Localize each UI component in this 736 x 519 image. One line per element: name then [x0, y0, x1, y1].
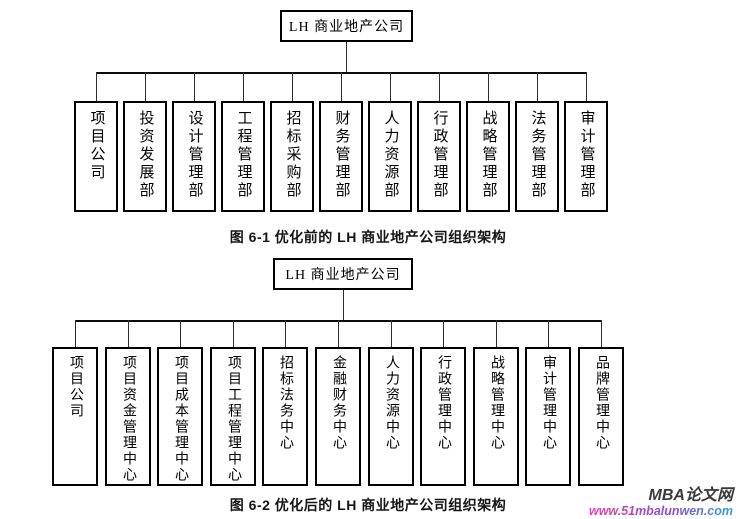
org-node: 项目成本管理中心: [157, 347, 203, 486]
connector-line: [338, 320, 339, 347]
org-node-label: 投资发展部: [137, 110, 154, 200]
org-node: 战略管理中心: [473, 347, 519, 486]
connector-stem: [346, 42, 347, 72]
connector-line: [439, 72, 440, 101]
connector-line: [548, 320, 549, 347]
figure-caption-1: 图 6-1 优化前的 LH 商业地产公司组织架构: [229, 229, 507, 245]
org-node: 人力资源部: [368, 101, 412, 212]
org-node-label: 项目工程管理中心: [226, 355, 241, 483]
org-node-label: 行政管理部: [431, 110, 448, 200]
org-node: 招标法务中心: [262, 347, 308, 486]
connector-line: [128, 320, 129, 347]
org-node-label: 人力资源中心: [384, 355, 399, 451]
watermark-site-url: www.51mbalunwen.com: [588, 503, 733, 518]
org-node-label: 战略管理部: [480, 110, 497, 200]
org-node: 项目公司: [74, 101, 118, 212]
org-node: 人力资源中心: [368, 347, 414, 486]
org-node: 项目资金管理中心: [105, 347, 151, 486]
connector-line: [537, 72, 538, 101]
connector-line: [292, 72, 293, 101]
org-node: 品牌管理中心: [578, 347, 624, 486]
connector-line: [391, 320, 392, 347]
watermark-site-name: MBA论文网: [648, 487, 733, 505]
org-node: 审计管理部: [564, 101, 608, 212]
org-node-label: 项目公司: [68, 355, 83, 419]
connector-line: [390, 72, 391, 101]
org-node: 招标采购部: [270, 101, 314, 212]
org-node: 设计管理部: [172, 101, 216, 212]
org-node-label: 招标采购部: [284, 110, 301, 200]
org-node-label: 项目成本管理中心: [173, 355, 188, 483]
org-node: 审计管理中心: [525, 347, 571, 486]
org-node: 行政管理部: [417, 101, 461, 212]
org-node-label: 项目资金管理中心: [121, 355, 136, 483]
connector-line: [243, 72, 244, 101]
org-root-label: LH 商业地产公司: [288, 20, 405, 35]
org-node: 法务管理部: [515, 101, 559, 212]
connector-line: [496, 320, 497, 347]
figure-caption-2: 图 6-2 优化后的 LH 商业地产公司组织架构: [229, 497, 507, 513]
org-node-label: 金融财务中心: [331, 355, 346, 451]
org-node: 投资发展部: [123, 101, 167, 212]
org-node-label: 法务管理部: [529, 110, 546, 200]
org-node-label: 行政管理中心: [436, 355, 451, 451]
org-node-label: 战略管理中心: [489, 355, 504, 451]
org-node-label: 品牌管理中心: [594, 355, 609, 451]
connector-line: [601, 320, 602, 347]
org-node: 金融财务中心: [315, 347, 361, 486]
org-node: 战略管理部: [466, 101, 510, 212]
connector-line: [586, 72, 587, 101]
org-node-label: 财务管理部: [333, 110, 350, 200]
org-node: 财务管理部: [319, 101, 363, 212]
org-node: 行政管理中心: [420, 347, 466, 486]
org-node: 项目工程管理中心: [210, 347, 256, 486]
org-node-label: 审计管理中心: [541, 355, 556, 451]
watermark: MBA论文网 www.51mbalunwen.com: [588, 487, 733, 518]
org-node-label: 项目公司: [88, 110, 105, 182]
connector-line: [285, 320, 286, 347]
org-node: 工程管理部: [221, 101, 265, 212]
connector-line: [96, 72, 97, 101]
org-root-label: LH 商业地产公司: [285, 268, 401, 283]
connector-line: [488, 72, 489, 101]
org-node-label: 招标法务中心: [278, 355, 293, 451]
org-node-label: 人力资源部: [382, 110, 399, 200]
connector-stem: [343, 290, 344, 320]
connector-line: [194, 72, 195, 101]
org-node-label: 设计管理部: [186, 110, 203, 200]
org-node-label: 工程管理部: [235, 110, 252, 200]
connector-line: [341, 72, 342, 101]
org-root-node: LH 商业地产公司: [273, 258, 413, 290]
org-node: 项目公司: [52, 347, 98, 486]
connector-line: [443, 320, 444, 347]
connector-line: [233, 320, 234, 347]
org-root-node: LH 商业地产公司: [280, 10, 413, 42]
org-node-label: 审计管理部: [578, 110, 595, 200]
connector-line: [180, 320, 181, 347]
connector-line: [145, 72, 146, 101]
connector-line: [75, 320, 76, 347]
